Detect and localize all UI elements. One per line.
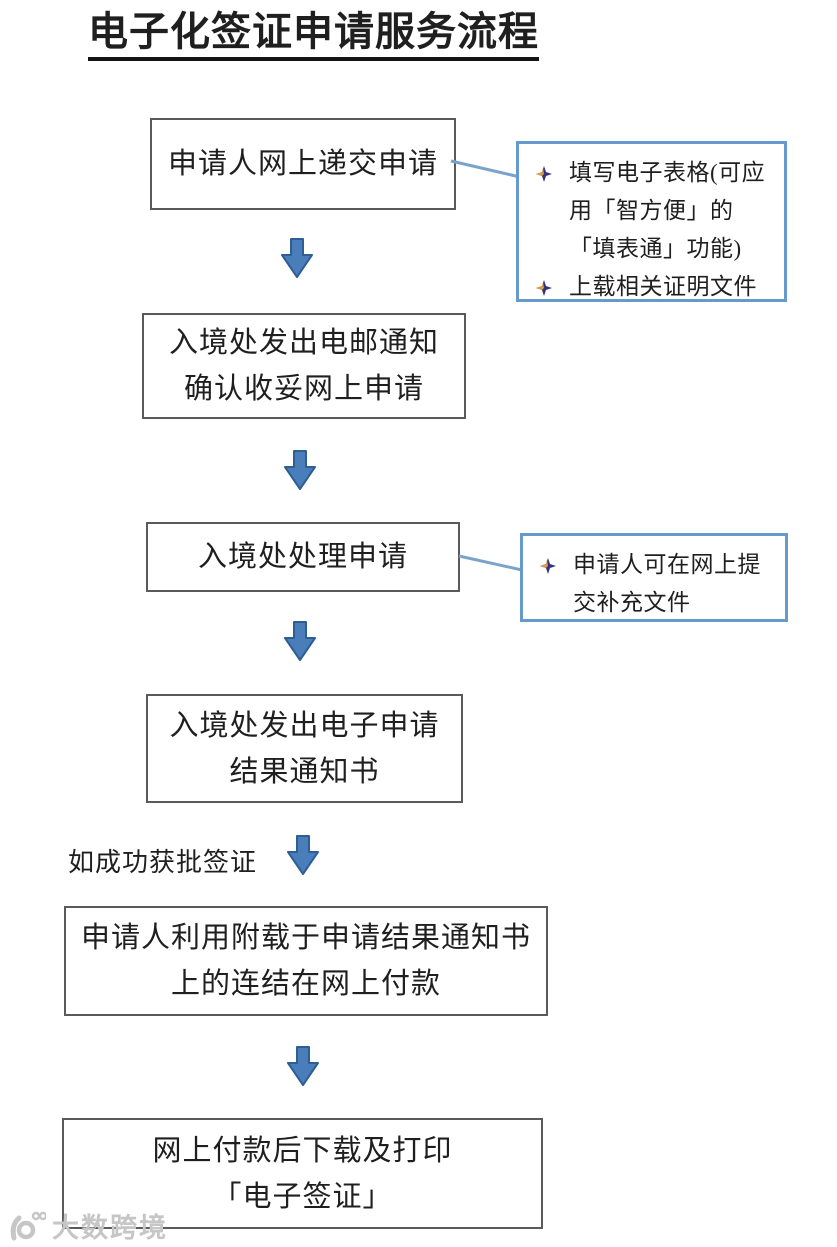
callout-submission-notes: 填写电子表格(可应用「智方便」的「填表通」功能) 上载相关证明文件 [516,141,787,302]
down-block-arrow-icon [287,835,319,875]
flow-step-text: 申请人网上递交申请 [167,148,438,180]
down-block-arrow-icon [284,621,316,661]
bigdata-crossborder-logo-icon [10,1211,46,1240]
flow-step-text: 入境处发出电邮通知 [168,327,439,359]
watermark: 大数跨境 [6,1206,168,1245]
flow-step-online-payment: 申请人利用附载于申请结果通知书 上的连结在网上付款 [64,906,548,1016]
callout-item-row: 上载相关证明文件 [529,268,776,306]
flow-step-text: 入境处处理申请 [197,541,408,573]
flow-step-download-print-evisa: 网上付款后下载及打印 「电子签证」 [62,1118,543,1229]
star-bullet-icon [540,558,556,574]
star-bullet-icon [536,166,552,182]
flow-step-text: 上的连结在网上付款 [170,968,441,1000]
flow-step-text: 入境处发出电子申请 [169,709,440,742]
page-title: 电子化签证申请服务流程 [88,8,539,61]
branch-condition-label: 如成功获批签证 [68,848,258,877]
callout-connector-line [458,554,523,572]
callout-item-text: 填写电子表格(可应用「智方便」的「填表通」功能) [569,160,766,261]
flow-step-submit-application: 申请人网上递交申请 [150,118,456,210]
flow-step-text: 网上付款后下载及打印 [152,1134,453,1167]
flow-step-e-result-notice: 入境处发出电子申请 结果通知书 [146,694,463,803]
flow-step-text: 「电子签证」 [212,1180,393,1213]
callout-connector-line [450,159,521,179]
callout-processing-notes: 申请人可在网上提交补充文件 [520,533,788,622]
watermark-text: 大数跨境 [52,1213,168,1243]
flow-step-process-application: 入境处处理申请 [146,522,460,592]
down-block-arrow-icon [284,450,316,490]
down-block-arrow-icon [281,238,313,278]
down-block-arrow-icon [287,1046,319,1086]
flow-step-text: 确认收妥网上申请 [183,373,424,405]
star-bullet-icon [536,280,552,296]
callout-item-row: 申请人可在网上提交补充文件 [533,546,777,622]
callout-item-text: 申请人可在网上提交补充文件 [573,552,761,615]
flow-step-text: 结果通知书 [229,755,380,788]
flow-step-text: 申请人利用附载于申请结果通知书 [80,922,531,954]
flow-step-email-acknowledgement: 入境处发出电邮通知 确认收妥网上申请 [142,313,466,419]
callout-item-text: 上载相关证明文件 [569,274,757,299]
callout-item-row: 填写电子表格(可应用「智方便」的「填表通」功能) [529,154,776,268]
